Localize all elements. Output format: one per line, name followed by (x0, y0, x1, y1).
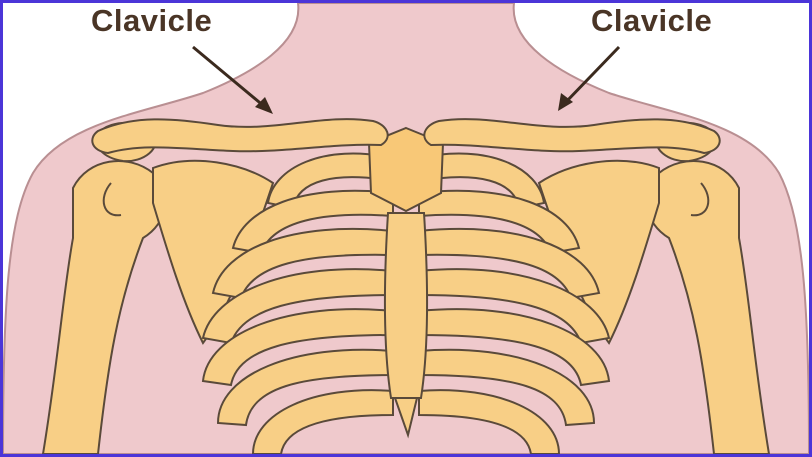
left-clavicle-label: Clavicle (91, 5, 212, 36)
sternum-body (385, 213, 427, 398)
skeleton-illustration (3, 3, 809, 454)
right-clavicle-label: Clavicle (591, 5, 712, 36)
